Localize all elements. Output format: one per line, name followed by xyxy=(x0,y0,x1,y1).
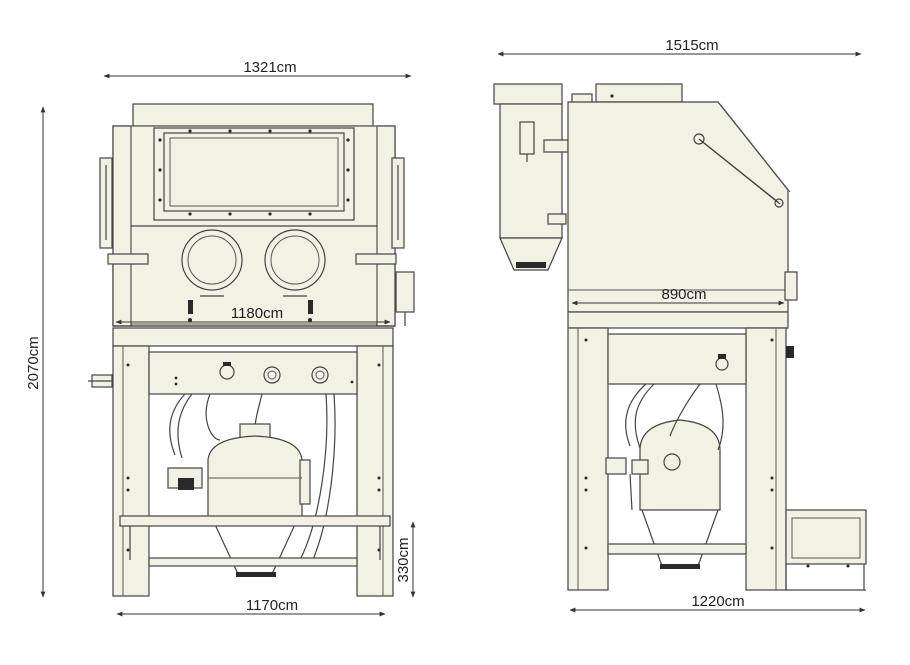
dimension-lines xyxy=(40,51,866,617)
front-view xyxy=(88,103,415,597)
dim-side-cabinet-width: 890cm xyxy=(661,286,706,303)
dim-overall-height: 2070cm xyxy=(25,336,42,389)
dimension-labels: 1321cm 1180cm 1170cm 2070cm 330cm 1515cm… xyxy=(25,37,745,614)
dim-foot-height: 330cm xyxy=(395,537,412,582)
dim-front-base-width: 1170cm xyxy=(246,597,298,614)
dim-side-base-width: 1220cm xyxy=(691,593,744,610)
dim-front-overall-width: 1321cm xyxy=(243,59,296,76)
dim-front-window-width: 1180cm xyxy=(231,305,283,322)
dim-side-overall-width: 1515cm xyxy=(665,37,718,54)
side-view xyxy=(493,83,867,591)
